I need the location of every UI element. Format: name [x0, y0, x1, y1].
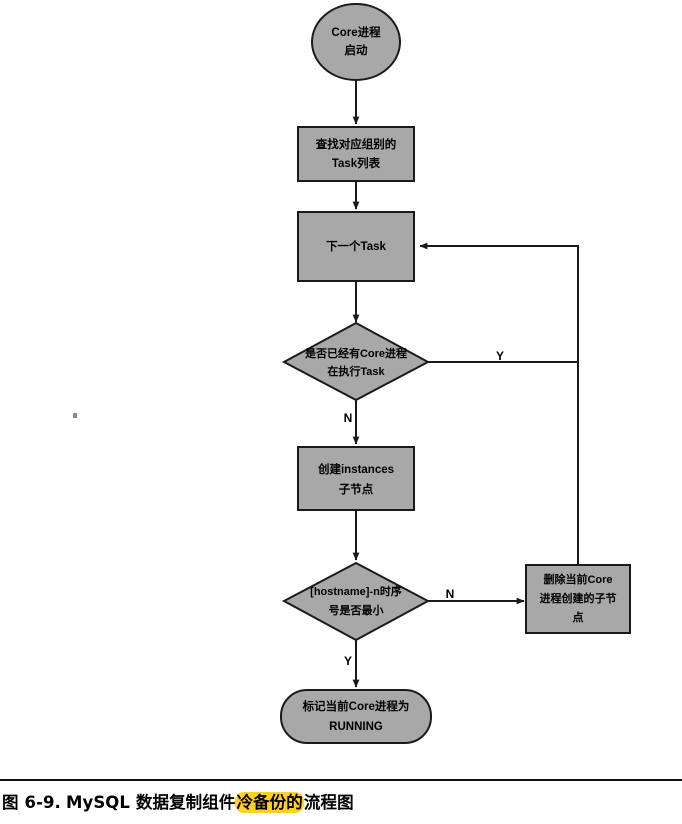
edge-delete-child-node-to-next-task — [419, 242, 579, 565]
delete-child-node-label-line3: 点 — [573, 610, 584, 624]
check-core-running-label-line2: 在执行Task — [327, 364, 385, 378]
scan-speck — [73, 413, 77, 418]
node-start: Core进程 启动 — [311, 3, 401, 81]
create-instances-rect-shape — [297, 446, 415, 511]
caption-number: 图 6-9. — [2, 793, 61, 812]
edge-label-check-core-yes: Y — [496, 349, 504, 363]
node-next-task: 下一个Task — [297, 211, 415, 282]
mark-running-label-line2: RUNNING — [329, 721, 383, 733]
caption-divider — [0, 779, 682, 781]
flowchart-svg: Y N N Y Core进程 启动 查找对应组别的 Task列表 下一个Task — [73, 3, 631, 744]
node-create-instances-node: 创建instances 子节点 — [297, 446, 415, 511]
mark-running-oval-shape — [280, 689, 432, 744]
node-find-task-list: 查找对应组别的 Task列表 — [297, 126, 415, 182]
flowchart-figure: Y N N Y Core进程 启动 查找对应组别的 Task列表 下一个Task — [73, 3, 631, 744]
node-delete-child-node: 删除当前Core 进程创建的子节 点 — [525, 564, 631, 634]
mark-running-label-line1: 标记当前Core进程为 — [302, 699, 410, 713]
caption-text-part2: 流程图 — [303, 793, 354, 812]
edge-label-check-seq-yes: Y — [344, 654, 352, 668]
find-task-list-label-line2: Task列表 — [332, 156, 381, 170]
start-label-line2: 启动 — [345, 43, 368, 57]
delete-child-node-label-line2: 进程创建的子节 — [540, 591, 617, 605]
edge-label-check-core-no: N — [344, 411, 353, 425]
next-task-label: 下一个Task — [326, 239, 386, 253]
delete-child-node-label-line1: 删除当前Core — [543, 572, 612, 586]
create-instances-label-line1: 创建instances — [317, 462, 394, 476]
find-task-list-label-line1: 查找对应组别的 — [315, 137, 397, 151]
figure-caption: 图 6-9.MySQL 数据复制组件冷备份的流程图 — [2, 789, 680, 813]
node-check-core-running: 是否已经有Core进程 在执行Task — [281, 321, 431, 402]
check-seq-min-label-line1: [hostname]-n时序 — [310, 584, 402, 598]
next-task-rect-shape — [297, 211, 415, 282]
node-check-seq-min: [hostname]-n时序 号是否最小 — [281, 561, 431, 642]
start-label-line1: Core进程 — [331, 25, 381, 39]
find-task-list-rect-shape — [297, 126, 415, 182]
create-instances-label-line2: 子节点 — [339, 482, 374, 496]
check-core-running-diamond-shape — [281, 321, 431, 402]
check-seq-min-label-line2: 号是否最小 — [329, 603, 384, 617]
caption-highlight: 冷备份的 — [235, 792, 304, 813]
delete-child-node-rect-shape — [525, 564, 631, 634]
start-oval-shape — [311, 3, 401, 81]
edge-label-check-seq-no: N — [446, 587, 455, 601]
node-mark-running: 标记当前Core进程为 RUNNING — [280, 689, 432, 744]
check-core-running-label-line1: 是否已经有Core进程 — [304, 346, 407, 360]
check-seq-min-diamond-shape — [281, 561, 431, 642]
caption-text-part1: MySQL 数据复制组件 — [65, 793, 236, 812]
